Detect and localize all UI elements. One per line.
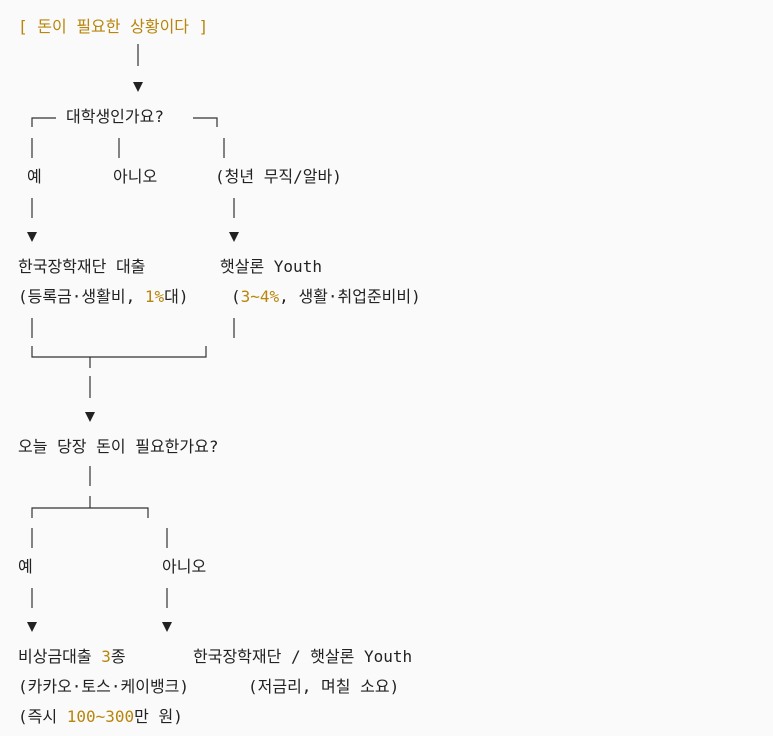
arrow-down-icon (85, 412, 95, 422)
result-sunshine-youth: 햇살론 Youth (220, 257, 322, 276)
flow-title: [ 돈이 필요한 상황이다 ] (18, 17, 209, 36)
result-sunshine-detail: (3~4%, 생활·취업준비비) (231, 287, 421, 306)
result-low-rate-loans: 한국장학재단 / 햇살론 Youth (193, 647, 413, 666)
result-emergency-providers: (카카오·토스·케이뱅크) (18, 677, 190, 696)
arrow-down-icon (27, 232, 37, 242)
arrow-down-icon (27, 622, 37, 632)
q1-yes-label: 예 (27, 167, 42, 186)
result-low-rate-detail: (저금리, 며칠 소요) (248, 677, 400, 696)
result-scholarship-detail: (등록금·생활비, 1%대) (18, 287, 189, 306)
q1-no-label: 아니오 (113, 167, 158, 186)
result-emergency-amount: (즉시 100~300만 원) (18, 707, 183, 726)
question-1: 대학생인가요? (66, 107, 164, 126)
result-scholarship-loan: 한국장학재단 대출 (18, 257, 146, 276)
question-2: 오늘 당장 돈이 필요한가요? (18, 437, 219, 456)
q2-no-label: 아니오 (162, 557, 207, 576)
result-emergency-loan: 비상금대출 3종 (18, 647, 126, 666)
arrow-down-icon (162, 622, 172, 632)
q2-yes-label: 예 (18, 557, 33, 576)
q1-other-label: (청년 무직/알바) (215, 167, 342, 186)
arrow-down-icon (229, 232, 239, 242)
arrow-down-icon (133, 82, 143, 92)
